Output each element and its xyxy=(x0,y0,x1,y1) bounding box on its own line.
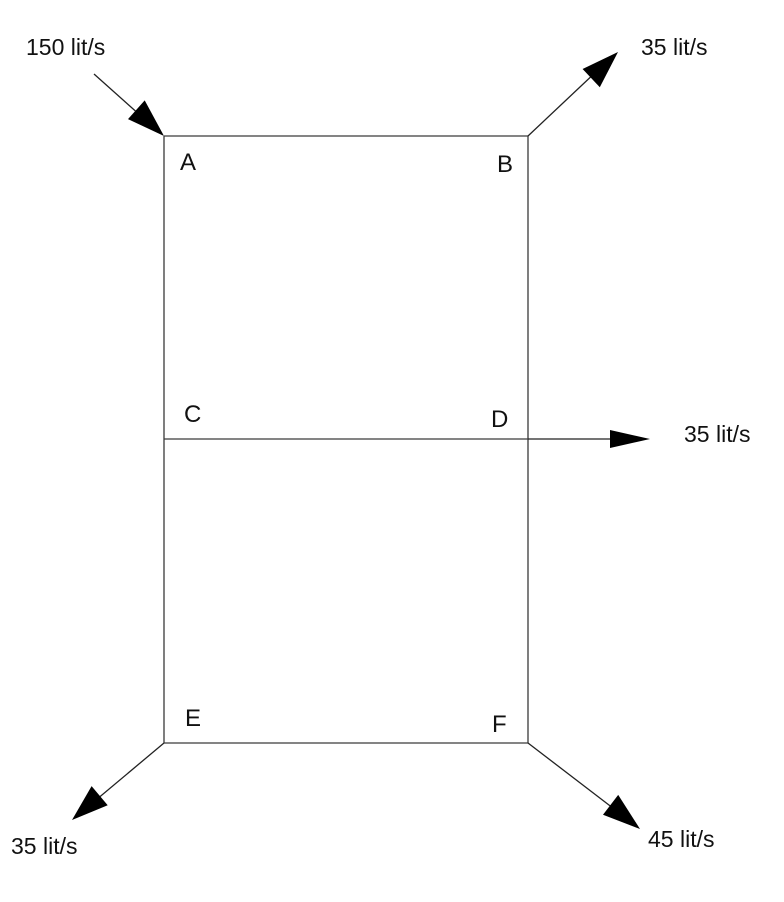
node-label-b: B xyxy=(497,151,513,178)
node-label-f: F xyxy=(492,711,507,738)
flow-label-outflow-f: 45 lit/s xyxy=(648,826,714,852)
inflow-arrow-a-head xyxy=(128,100,164,136)
flow-label-outflow-d: 35 lit/s xyxy=(684,421,750,447)
outflow-arrow-e-head xyxy=(72,786,108,820)
inflow-arrow-a xyxy=(93,73,164,136)
node-label-c: C xyxy=(184,401,201,428)
node-label-e: E xyxy=(185,705,201,732)
outflow-arrow-e-shaft xyxy=(89,742,165,806)
node-label-d: D xyxy=(491,406,508,433)
outflow-arrow-d-head xyxy=(610,430,650,448)
outflow-arrow-b-shaft xyxy=(527,69,599,137)
outflow-arrow-b-head xyxy=(582,52,618,88)
node-labels: A B C D E F xyxy=(180,149,513,738)
outflow-arrow-f xyxy=(527,742,640,829)
flow-labels: 150 lit/s 35 lit/s 35 lit/s 35 lit/s 45 … xyxy=(11,34,750,859)
node-label-a: A xyxy=(180,149,196,176)
outflow-arrow-d xyxy=(528,430,650,448)
flow-label-inflow-a: 150 lit/s xyxy=(26,34,105,60)
flow-label-outflow-e: 35 lit/s xyxy=(11,833,77,859)
flow-label-outflow-b: 35 lit/s xyxy=(641,34,707,60)
outflow-arrow-b xyxy=(527,52,618,137)
pipe-network xyxy=(163,135,529,744)
outflow-arrow-e xyxy=(72,742,165,820)
outflow-arrow-f-head xyxy=(603,794,640,829)
outflow-arrow-f-shaft xyxy=(527,742,623,816)
